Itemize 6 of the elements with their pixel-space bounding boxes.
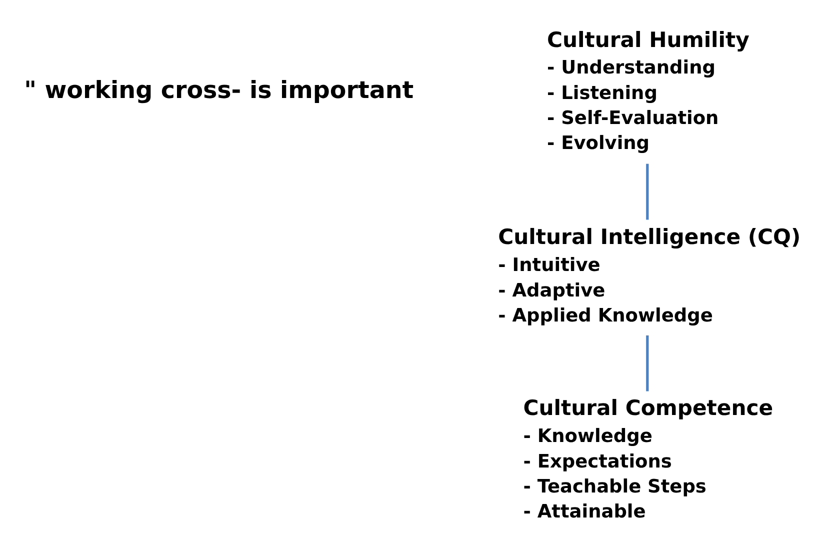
node-text: Cultural Humility - Understanding - Listening - Self-Evaluation - Evolving	[547, 26, 750, 154]
node-text: Cultural Competence - Knowledge - Expectations - Teachable Steps - Attainable	[523, 394, 774, 522]
node-text: Cultural Intelligence (CQ) - Intuitive - Adaptive - Applied Knowledge	[498, 224, 801, 326]
label: " working cross- is important	[24, 75, 414, 104]
connector	[646, 163, 649, 220]
connector	[646, 334, 649, 391]
